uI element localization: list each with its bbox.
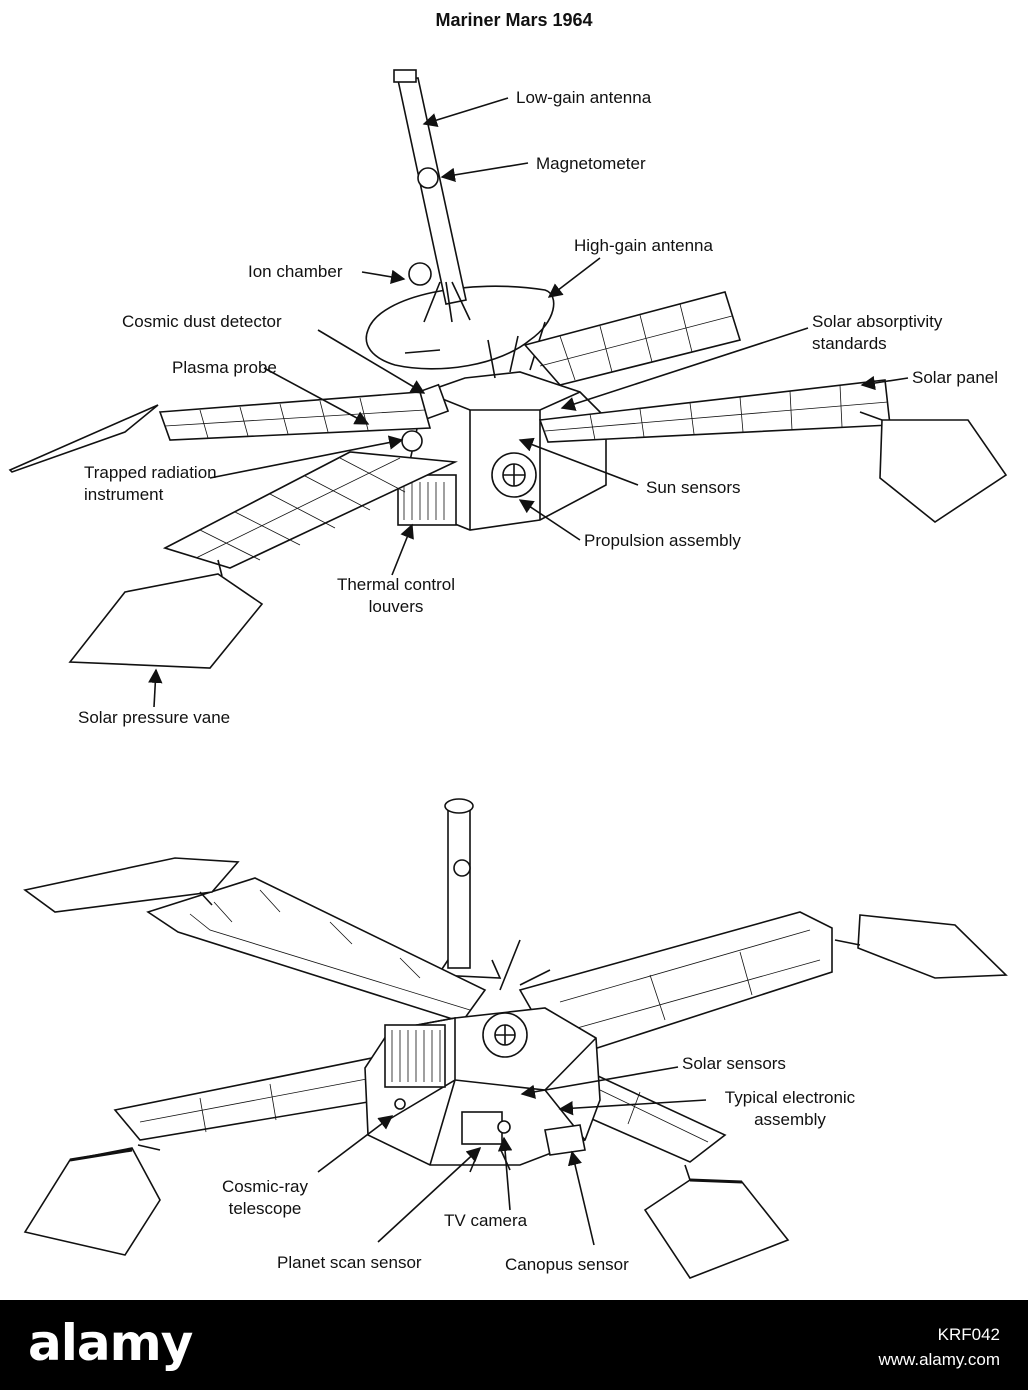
label-trapped-radiation: Trapped radiation instrument <box>84 462 217 506</box>
page-title: Mariner Mars 1964 <box>435 10 593 30</box>
label-trapped-radiation-line2: instrument <box>84 485 164 504</box>
label-trapped-radiation-line1: Trapped radiation <box>84 463 217 482</box>
label-ion-chamber: Ion chamber <box>248 262 343 281</box>
label-solar-panel: Solar panel <box>912 368 999 387</box>
label-typical-electronic-line2: assembly <box>754 1110 826 1129</box>
label-thermal-control-line2: louvers <box>368 597 424 616</box>
spacecraft-drawings <box>8 69 1008 1279</box>
label-thermal-control-louvers: Thermal control louvers <box>316 574 476 618</box>
label-solar-absorptivity-line1: Solar absorptivity <box>812 312 943 331</box>
stock-watermark-bar: alamy KRF042 www.alamy.com <box>0 1300 1028 1390</box>
label-typical-electronic-assembly: Typical electronic assembly <box>700 1087 880 1131</box>
top-spacecraft <box>8 69 1008 669</box>
low-gain-antenna-mast <box>393 69 471 323</box>
label-high-gain-antenna: High-gain antenna <box>574 236 713 255</box>
diagram-stage: Mariner Mars 1964 Low-gain antenna Magne… <box>8 10 1008 1279</box>
label-cosmic-ray-telescope: Cosmic-ray telescope <box>210 1176 320 1220</box>
label-plasma-probe: Plasma probe <box>172 358 277 377</box>
label-cosmic-dust-detector: Cosmic dust detector <box>122 312 282 331</box>
label-thermal-control-line1: Thermal control <box>336 575 456 594</box>
label-solar-sensors: Solar sensors <box>682 1054 786 1073</box>
label-cosmic-ray-line2: telescope <box>228 1199 302 1218</box>
label-typical-electronic-line1: Typical electronic <box>724 1088 856 1107</box>
stock-logo: alamy <box>28 1314 193 1372</box>
label-planet-scan-sensor: Planet scan sensor <box>277 1253 422 1272</box>
label-propulsion-assembly: Propulsion assembly <box>584 531 741 550</box>
label-tv-camera: TV camera <box>444 1211 528 1230</box>
bottom-bus <box>364 1007 601 1173</box>
label-low-gain-antenna: Low-gain antenna <box>516 88 652 107</box>
bottom-spacecraft <box>23 798 1008 1279</box>
stock-site: www.alamy.com <box>878 1350 1000 1369</box>
bottom-pressure-vanes <box>23 857 1008 1279</box>
top-solar-panels <box>158 291 891 569</box>
bottom-solar-panels <box>113 877 833 1163</box>
bottom-leader-lines <box>317 1066 707 1246</box>
bottom-mast <box>436 798 551 991</box>
high-gain-antenna-dish <box>365 285 555 370</box>
label-solar-absorptivity-line2: standards <box>812 334 887 353</box>
label-canopus-sensor: Canopus sensor <box>505 1255 629 1274</box>
label-solar-pressure-vane: Solar pressure vane <box>78 708 231 727</box>
label-cosmic-ray-line1: Cosmic-ray <box>222 1177 308 1196</box>
label-solar-absorptivity: Solar absorptivity standards <box>812 311 942 355</box>
label-sun-sensors: Sun sensors <box>646 478 741 497</box>
stock-image-id: KRF042 <box>937 1325 1000 1344</box>
top-pressure-vanes <box>8 404 1008 669</box>
stock-meta: KRF042 www.alamy.com <box>878 1322 1000 1372</box>
top-leader-lines <box>148 97 909 708</box>
label-magnetometer: Magnetometer <box>536 154 646 173</box>
